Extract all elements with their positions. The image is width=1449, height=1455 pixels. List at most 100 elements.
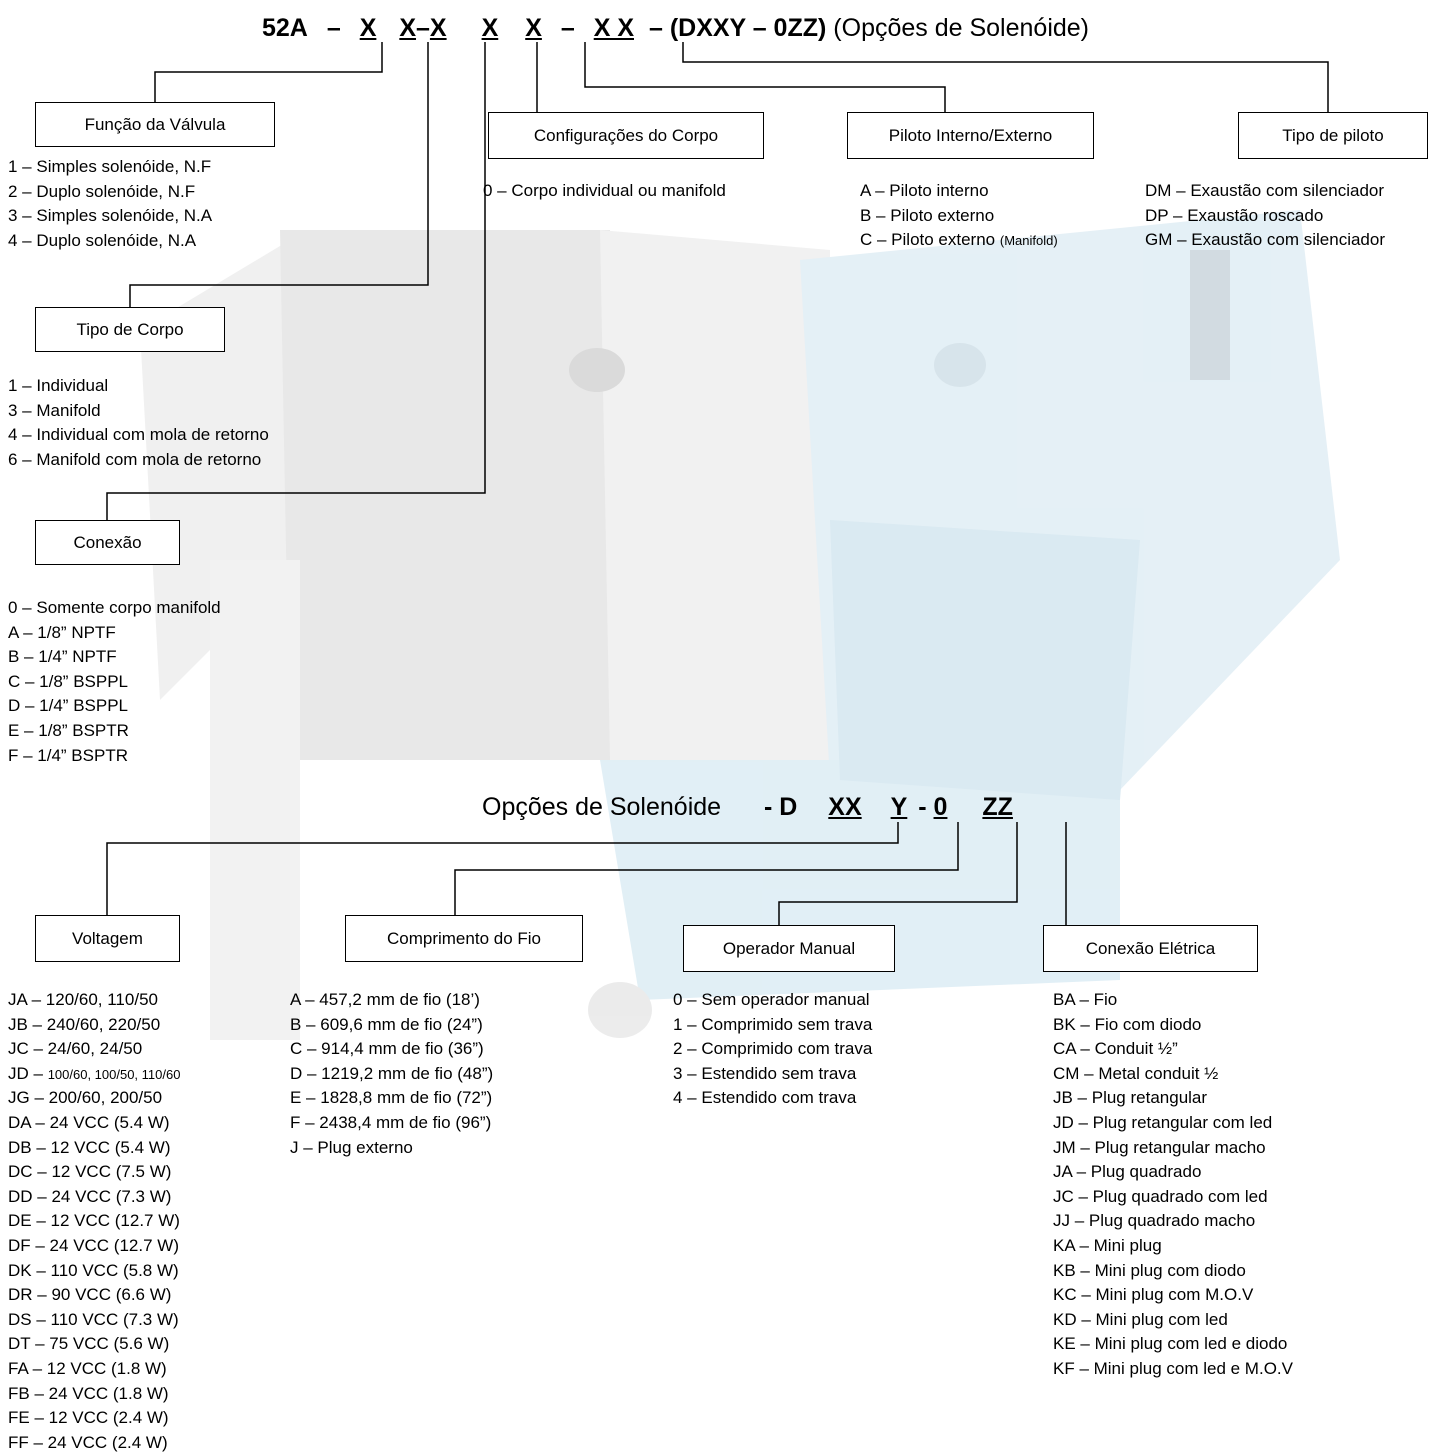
list-item: KB – Mini plug com diodo — [1053, 1260, 1246, 1280]
list-item: F – 2438,4 mm de fio (96”) — [290, 1112, 492, 1132]
list-item: 1 – Simples solenóide, N.F — [8, 157, 212, 176]
list-item: B – 609,6 mm de fio (24”) — [290, 1014, 483, 1034]
solenoid-code: Opções de Solenóide - D XX Y - 0 ZZ — [482, 793, 1013, 822]
list-item-note: (Manifold) — [999, 233, 1058, 249]
list-item: JJ – Plug quadrado macho — [1053, 1211, 1256, 1231]
list-item: JB – 240/60, 220/50 — [8, 1014, 161, 1034]
solenoid-dash: - — [918, 793, 927, 821]
list-item: BA – Fio — [1053, 990, 1118, 1009]
box-pilot-int-ext: Piloto Interno/Externo — [847, 112, 1094, 159]
list-item: BK – Fio com diodo — [1053, 1014, 1202, 1034]
code-connection: X — [429, 14, 447, 42]
list-valve-function: 1 – Simples solenóide, N.F 2 – Duplo sol… — [8, 155, 212, 253]
code-solenoid-options: (DXXY – 0ZZ) — [669, 14, 827, 42]
list-item: DS – 110 VCC (7.3 W) — [8, 1309, 179, 1329]
list-item: 0 – Sem operador manual — [673, 990, 870, 1009]
list-item: KD – Mini plug com led — [1053, 1309, 1228, 1329]
box-valve-function: Função da Válvula — [35, 102, 275, 147]
list-item: E – 1/8” BSPTR — [8, 720, 129, 740]
list-item: D – 1/4” BSPPL — [8, 696, 129, 716]
list-manual-operator: 0 – Sem operador manual 1 – Comprimido s… — [673, 988, 872, 1111]
list-item: KA – Mini plug — [1053, 1235, 1162, 1255]
solenoid-electrical-code: ZZ — [982, 793, 1013, 821]
list-item: 0 – Somente corpo manifold — [8, 598, 221, 617]
solenoid-wire-code: Y — [890, 793, 908, 821]
list-item: F – 1/4” BSPTR — [8, 745, 128, 765]
list-item: B – 1/4” NPTF — [8, 647, 117, 667]
line-comprimento-fio — [454, 822, 959, 915]
list-item: J – Plug externo — [290, 1137, 413, 1157]
list-item: FA – 12 VCC (1.8 W) — [8, 1358, 167, 1378]
list-item: 4 – Estendido com trava — [673, 1088, 857, 1108]
solenoid-label: Opções de Solenóide — [482, 793, 722, 821]
list-item: DM – Exaustão com silenciador — [1145, 181, 1385, 200]
solenoid-manual-code: 0 — [933, 793, 948, 821]
code-prefix: 52A — [262, 14, 308, 42]
list-item: CM – Metal conduit ½ — [1053, 1063, 1219, 1083]
list-item: JG – 200/60, 200/50 — [8, 1088, 163, 1108]
code-body-config: X — [481, 14, 499, 42]
list-item: DB – 12 VCC (5.4 W) — [8, 1137, 171, 1157]
list-item: DP – Exaustão roscado — [1145, 205, 1324, 225]
box-wire-length: Comprimento do Fio — [345, 915, 583, 962]
list-item: JA – 120/60, 110/50 — [8, 990, 158, 1009]
list-item: FB – 24 VCC (1.8 W) — [8, 1383, 169, 1403]
box-pilot-type: Tipo de piloto — [1238, 112, 1428, 159]
list-item: JM – Plug retangular macho — [1053, 1137, 1266, 1157]
list-item: GM – Exaustão com silenciador — [1145, 230, 1385, 250]
list-item: KE – Mini plug com led e diodo — [1053, 1334, 1288, 1354]
list-item: DC – 12 VCC (7.5 W) — [8, 1162, 172, 1182]
list-item: C – 1/8” BSPPL — [8, 671, 129, 691]
list-electrical-connection: BA – Fio BK – Fio com diodo CA – Conduit… — [1053, 988, 1293, 1382]
code-solenoid-label: (Opções de Solenóide) — [833, 14, 1090, 42]
list-item: 0 – Corpo individual ou manifold — [483, 181, 726, 200]
code-dash: – — [326, 14, 341, 42]
solenoid-voltage-code: XX — [828, 793, 862, 821]
box-electrical-connection: Conexão Elétrica — [1043, 925, 1258, 972]
list-item: 3 – Estendido sem trava — [673, 1063, 857, 1083]
solenoid-d: - D — [764, 793, 798, 821]
list-voltage: JA – 120/60, 110/50 JB – 240/60, 220/50 … — [8, 988, 180, 1455]
list-item: DE – 12 VCC (12.7 W) — [8, 1211, 180, 1231]
list-item: 1 – Comprimido sem trava — [673, 1014, 873, 1034]
list-item: JC – 24/60, 24/50 — [8, 1039, 143, 1059]
list-item: CA – Conduit ½” — [1053, 1039, 1178, 1059]
box-connection: Conexão — [35, 520, 180, 565]
list-item: JC – Plug quadrado com led — [1053, 1186, 1268, 1206]
code-valve-function: X — [359, 14, 377, 42]
box-voltage: Voltagem — [35, 915, 180, 962]
main-code: 52A – X X–X X X – X X – (DXXY – 0ZZ) (Op… — [262, 14, 1089, 43]
list-item: FE – 12 VCC (2.4 W) — [8, 1408, 169, 1428]
box-body-config: Configurações do Corpo — [488, 112, 764, 159]
list-item: B – Piloto externo — [860, 205, 995, 225]
list-item: A – 457,2 mm de fio (18’) — [290, 990, 480, 1009]
list-item: A – 1/8” NPTF — [8, 622, 116, 642]
list-item: FF – 24 VCC (2.4 W) — [8, 1432, 168, 1452]
line-operador-manual — [778, 822, 1018, 925]
code-body-type: X — [399, 14, 417, 42]
list-wire-length: A – 457,2 mm de fio (18’) B – 609,6 mm d… — [290, 988, 493, 1160]
code-dash: – — [648, 14, 663, 42]
line-funcao — [154, 42, 383, 102]
list-item: JB – Plug retangular — [1053, 1088, 1208, 1108]
list-item: DK – 110 VCC (5.8 W) — [8, 1260, 179, 1280]
box-manual-operator: Operador Manual — [683, 925, 895, 972]
list-item: 4 – Individual com mola de retorno — [8, 425, 269, 445]
list-item: 4 – Duplo solenóide, N.A — [8, 230, 197, 250]
list-item: DT – 75 VCC (5.6 W) — [8, 1334, 170, 1354]
list-item: A – Piloto interno — [860, 181, 989, 200]
list-connection: 0 – Somente corpo manifold A – 1/8” NPTF… — [8, 596, 221, 768]
list-body-config: 0 – Corpo individual ou manifold — [483, 179, 726, 204]
list-item: C – Piloto externo (Manifold) — [860, 228, 1058, 253]
list-item: DA – 24 VCC (5.4 W) — [8, 1112, 170, 1132]
line-conexao — [106, 42, 486, 520]
list-item: D – 1219,2 mm de fio (48”) — [290, 1063, 494, 1083]
list-body-type: 1 – Individual 3 – Manifold 4 – Individu… — [8, 374, 269, 472]
line-piloto-int-ext — [584, 42, 946, 112]
list-item: JA – Plug quadrado — [1053, 1162, 1202, 1182]
list-item-note: 100/60, 100/50, 110/60 — [47, 1066, 181, 1082]
list-item: KC – Mini plug com M.O.V — [1053, 1285, 1254, 1305]
line-tipo-piloto — [682, 42, 1329, 112]
list-item: 3 – Simples solenóide, N.A — [8, 206, 213, 226]
